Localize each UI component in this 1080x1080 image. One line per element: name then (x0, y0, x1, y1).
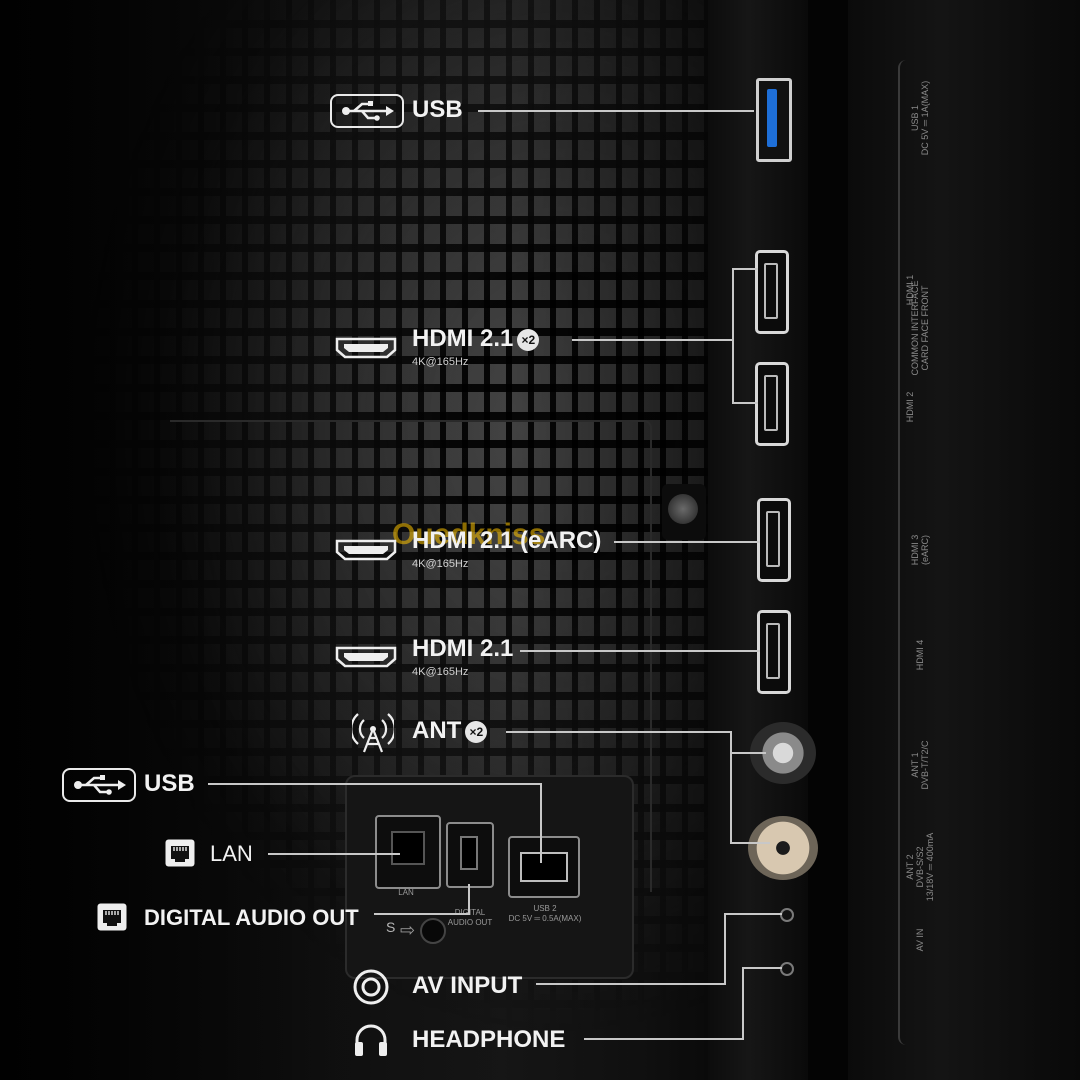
label-hdmi4: HDMI 4 (915, 639, 925, 671)
line-headphone-stub (742, 967, 782, 969)
line-lan (268, 853, 400, 855)
usb-port-1 (756, 78, 792, 162)
line-hdmi-a-bracket (732, 268, 734, 404)
line-usb-bottom (208, 783, 542, 785)
ant-port-2 (748, 816, 818, 880)
hdmi-b-spec: 4K@165Hz (412, 558, 469, 570)
optical-port (446, 822, 494, 888)
hdmi-port-3 (757, 498, 791, 582)
line-headphone (584, 1038, 744, 1040)
usb-port-2-socket (520, 852, 568, 882)
usb-port-2-label: USB 2 DC 5V ═ 0.5A(MAX) (508, 904, 582, 923)
label-hdmi3: HDMI 3 (eARC) (910, 534, 930, 566)
optical-socket (460, 836, 478, 870)
line-usb-bottom-vert (540, 783, 542, 863)
hdmi-c-spec: 4K@165Hz (412, 666, 469, 678)
optical-port-label: DIGITAL AUDIO OUT (447, 908, 493, 927)
line-hdmi-a-bottom (732, 402, 758, 404)
s-switch-arrow-icon: ⇨ (400, 920, 416, 940)
mount-screw (662, 484, 706, 540)
label-panel (848, 0, 1080, 1080)
ant-label: ANT×2 (412, 717, 488, 745)
lan-port (375, 815, 441, 889)
label-hdmi2: HDMI 2 (905, 391, 915, 423)
hdmi-a-label: HDMI 2.1×2 (412, 325, 540, 353)
optical-audio-icon (97, 903, 127, 931)
label-strip (898, 60, 948, 1045)
label-hdmi1: HDMI 1 (905, 274, 915, 306)
usb-icon (342, 101, 394, 121)
line-av-input-stub (724, 913, 782, 915)
hdmi-port-4 (757, 610, 791, 694)
antenna-icon (352, 713, 394, 753)
panel-recess (170, 420, 652, 892)
headphone-jack (780, 962, 794, 976)
lan-port-label: LAN (398, 888, 414, 897)
line-usb-top (478, 110, 754, 112)
hdmi-icon-c (335, 646, 397, 668)
lan-icon (165, 839, 195, 867)
hdmi-port-2 (755, 362, 789, 446)
av-input-icon (353, 969, 389, 1005)
lan-socket (391, 831, 425, 865)
line-digital-audio-vert (468, 884, 470, 915)
hdmi-a-label-text: HDMI 2.1 (412, 325, 514, 352)
usb-icon-frame-bottom (62, 768, 136, 802)
usb-top-label: USB (412, 96, 463, 123)
line-hdmi-a (572, 339, 734, 341)
hdmi-a-spec: 4K@165Hz (412, 356, 469, 368)
line-hdmi-b (614, 541, 760, 543)
s-switch-label: S (386, 919, 396, 935)
ant-label-text: ANT (412, 717, 462, 744)
hdmi-icon-a (335, 337, 397, 359)
av-jack (780, 908, 794, 922)
s-jack (420, 918, 446, 944)
line-headphone-vert (742, 967, 744, 1040)
av-input-label: AV INPUT (412, 972, 523, 999)
usb-icon (74, 775, 126, 795)
hdmi-port-1 (755, 250, 789, 334)
usb-port-2 (508, 836, 580, 898)
line-hdmi-c (520, 650, 760, 652)
hdmi-a-count-badge: ×2 (517, 328, 540, 351)
headphone-label: HEADPHONE (412, 1026, 566, 1053)
screw-head (668, 494, 698, 524)
line-ant-1 (730, 752, 766, 754)
hdmi-c-label: HDMI 2.1 (412, 635, 514, 662)
line-av-input (536, 983, 726, 985)
label-usb1: USB 1 DC 5V ═ 1A(MAX) (910, 80, 930, 156)
hdmi-b-label: HDMI 2.1 (eARC) (412, 527, 602, 554)
side-edge (808, 0, 848, 1080)
ant-count-badge: ×2 (465, 720, 488, 743)
line-digital-audio (374, 913, 470, 915)
line-ant-2 (730, 842, 770, 844)
line-ant (506, 731, 732, 733)
digital-audio-label: DIGITAL AUDIO OUT (144, 905, 359, 930)
line-av-input-vert (724, 913, 726, 985)
watermark: Ouedkniss (392, 518, 546, 551)
lan-label: LAN (210, 841, 253, 866)
usb-icon-frame-top (330, 94, 404, 128)
hdmi-icon-b (335, 539, 397, 561)
usb-bottom-label: USB (144, 770, 195, 797)
line-ant-vert (730, 731, 732, 843)
usb-port-insert (767, 89, 777, 147)
line-hdmi-a-top (732, 268, 758, 270)
label-av-in: AV IN (915, 928, 925, 952)
headphone-icon (355, 1024, 387, 1056)
